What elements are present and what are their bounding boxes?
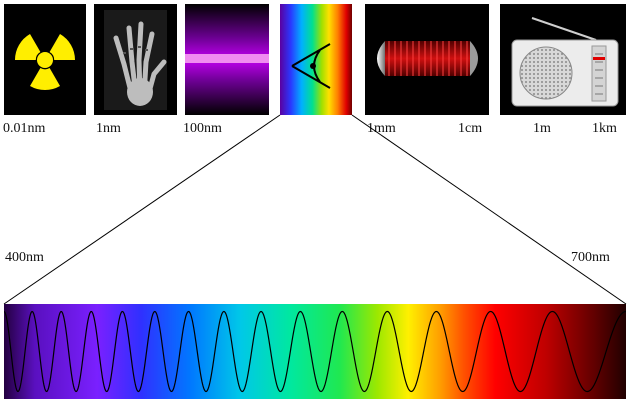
uv-panel: [185, 4, 269, 115]
radio-icon: [511, 17, 619, 107]
label-1mm: 1mm: [367, 121, 396, 136]
radio-panel: [500, 4, 626, 115]
eye-icon: [291, 43, 331, 89]
visible-panel: [280, 4, 352, 115]
xray-hand-icon: [104, 10, 167, 110]
heating-element-icon: [377, 41, 478, 76]
xray-panel: [94, 4, 177, 115]
label-1cm: 1cm: [458, 121, 483, 136]
infrared-panel: [365, 4, 489, 115]
label-1km: 1km: [592, 121, 617, 136]
label-0-01nm: 0.01nm: [3, 121, 46, 136]
gamma-panel: [4, 4, 86, 115]
label-400nm: 400nm: [5, 250, 44, 265]
visible-spectrum-strip: [4, 304, 626, 399]
wave-curve: [4, 310, 626, 393]
label-100nm: 100nm: [183, 121, 222, 136]
label-1nm: 1nm: [96, 121, 121, 136]
radiation-trefoil-icon: [14, 34, 76, 90]
label-1m: 1m: [533, 121, 551, 136]
uv-lamp-icon: [185, 4, 269, 115]
label-700nm: 700nm: [571, 250, 610, 265]
